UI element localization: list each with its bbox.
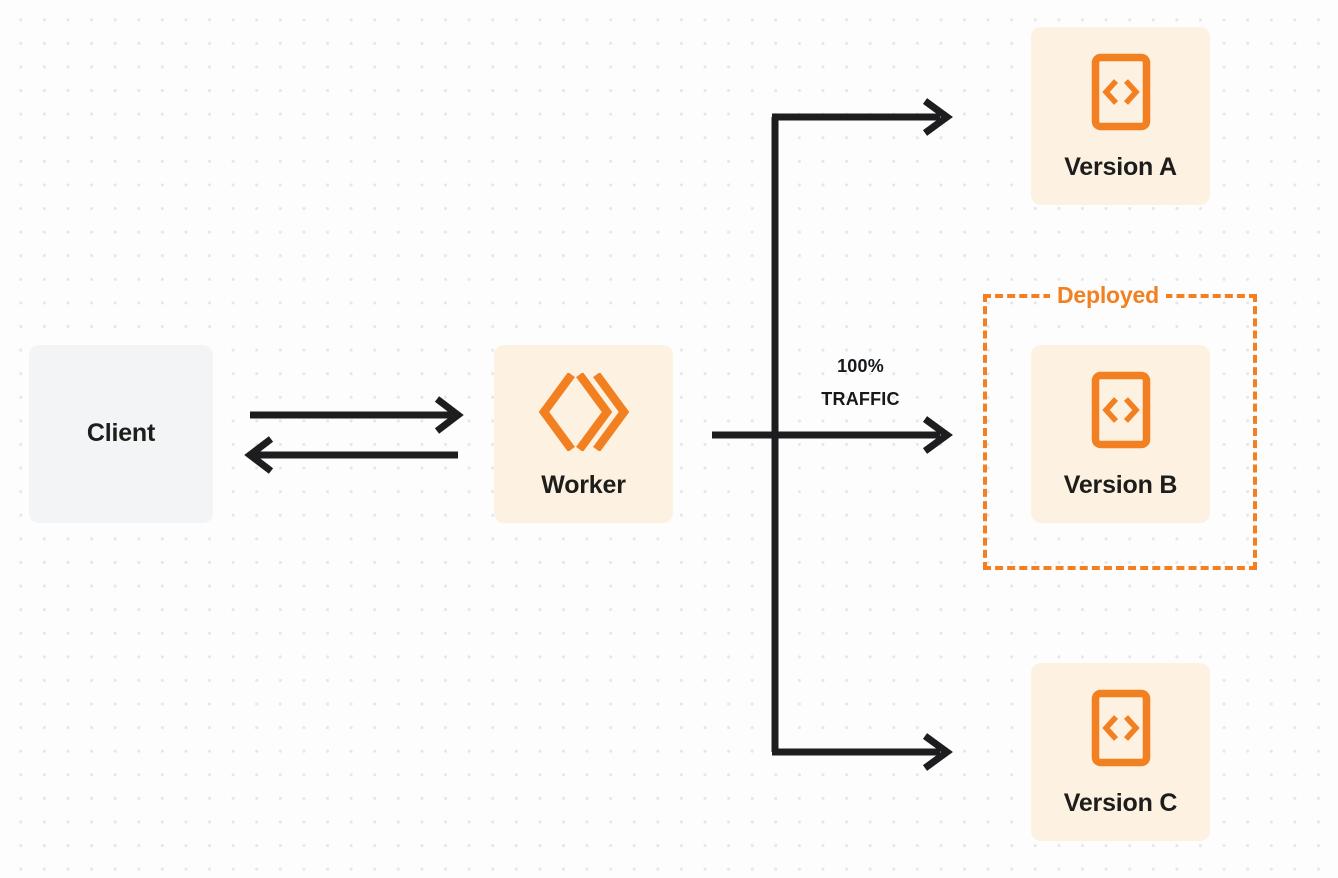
code-file-icon bbox=[1091, 371, 1151, 449]
code-file-icon bbox=[1091, 689, 1151, 767]
deployed-frame bbox=[983, 294, 1257, 570]
code-file-icon bbox=[1091, 53, 1151, 131]
node-worker[interactable]: Worker bbox=[494, 345, 673, 523]
node-client-label: Client bbox=[86, 419, 156, 448]
node-version-c-label: Version C bbox=[1063, 789, 1178, 817]
traffic-percent: 100% bbox=[837, 356, 884, 376]
traffic-label: 100% TRAFFIC bbox=[768, 350, 953, 416]
arrow-worker-to-version-b bbox=[712, 416, 953, 454]
cloudflare-workers-logo-icon bbox=[538, 373, 630, 451]
arrow-client-to-worker bbox=[250, 396, 464, 434]
arrow-worker-to-version-a bbox=[772, 98, 953, 136]
node-worker-label: Worker bbox=[541, 471, 626, 499]
node-version-b[interactable]: Version B bbox=[1031, 345, 1210, 523]
node-client[interactable]: Client bbox=[29, 345, 213, 523]
arrow-worker-to-version-c bbox=[772, 733, 953, 771]
node-version-b-label: Version B bbox=[1063, 471, 1178, 499]
traffic-word: TRAFFIC bbox=[821, 389, 900, 409]
node-version-a-label: Version A bbox=[1064, 153, 1177, 181]
deployed-frame-label: Deployed bbox=[1050, 281, 1166, 309]
arrow-worker-to-client bbox=[244, 436, 458, 474]
node-version-a[interactable]: Version A bbox=[1031, 27, 1210, 205]
node-version-c[interactable]: Version C bbox=[1031, 663, 1210, 841]
